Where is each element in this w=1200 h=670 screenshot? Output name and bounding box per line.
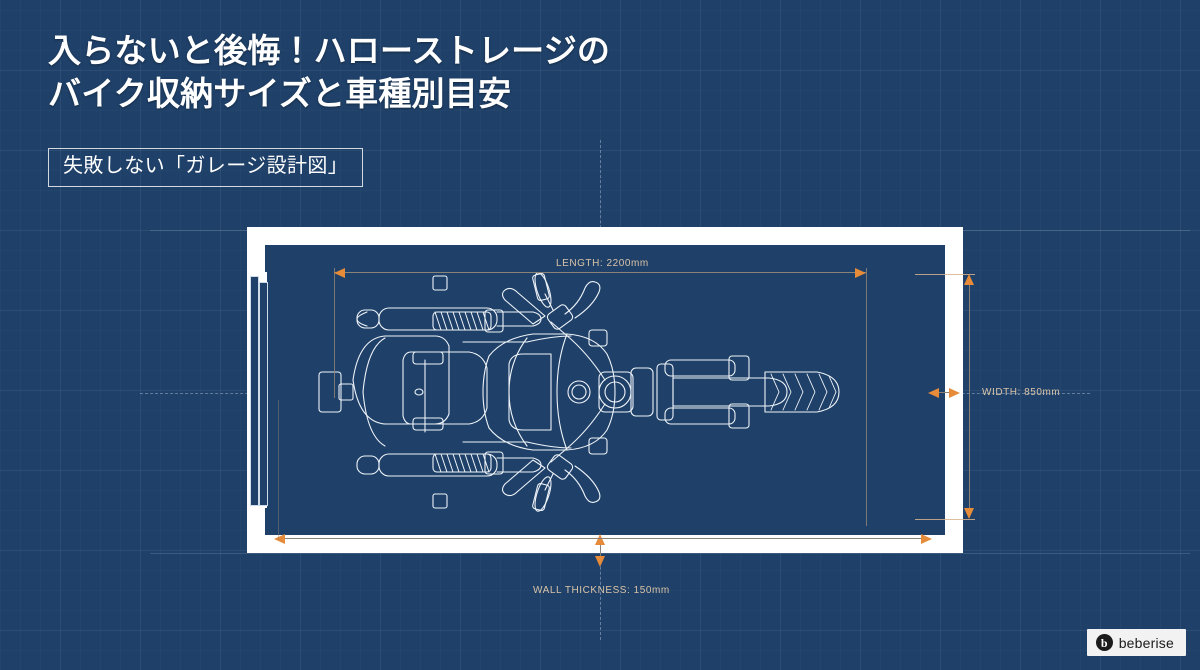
inner-length-dimension-line — [278, 538, 928, 539]
motorcycle-top-view-drawing — [313, 268, 873, 518]
wall-thickness-line-right — [933, 392, 955, 393]
subtitle-badge: 失敗しない「ガレージ設計図」 — [48, 148, 364, 187]
length-arrow-right — [855, 268, 866, 278]
page-title: 入らないと後悔！ハローストレージの バイク収納サイズと車種別目安 — [48, 32, 611, 112]
inner-length-arrow-right — [921, 534, 932, 544]
wall-thickness-arrow-right — [949, 388, 960, 398]
construction-line-bottom — [150, 553, 1190, 554]
width-arrow-up — [964, 274, 974, 285]
length-dimension-label: LENGTH: 2200mm — [556, 258, 649, 269]
wall-thickness-arrow-down — [595, 556, 605, 567]
width-dimension-line — [969, 278, 970, 516]
width-ext-line-top — [915, 274, 975, 275]
garage-door-leaf-outer — [250, 276, 259, 506]
width-dimension-label: WIDTH: 850mm — [982, 387, 1061, 398]
inner-length-ext-line-left — [278, 400, 279, 540]
brand-logo[interactable]: b beberise — [1086, 629, 1186, 656]
inner-length-arrow-left — [274, 534, 285, 544]
wall-thickness-arrow-up — [595, 534, 605, 545]
length-ext-line-right — [866, 268, 867, 526]
logo-text: beberise — [1118, 634, 1174, 651]
width-arrow-down — [964, 508, 974, 519]
length-arrow-left — [334, 268, 345, 278]
garage-door-leaf-inner — [259, 282, 268, 506]
width-ext-line-bottom — [915, 519, 975, 520]
subtitle-text: 失敗しない「ガレージ設計図」 — [63, 155, 349, 177]
wall-thickness-dimension-label: WALL THICKNESS: 150mm — [533, 585, 670, 596]
logo-mark-icon: b — [1095, 634, 1113, 651]
wall-thickness-arrow-left — [928, 388, 939, 398]
wall-thickness-line-bottom — [600, 540, 601, 562]
length-dimension-line — [334, 272, 866, 273]
length-ext-line-left — [334, 268, 335, 398]
